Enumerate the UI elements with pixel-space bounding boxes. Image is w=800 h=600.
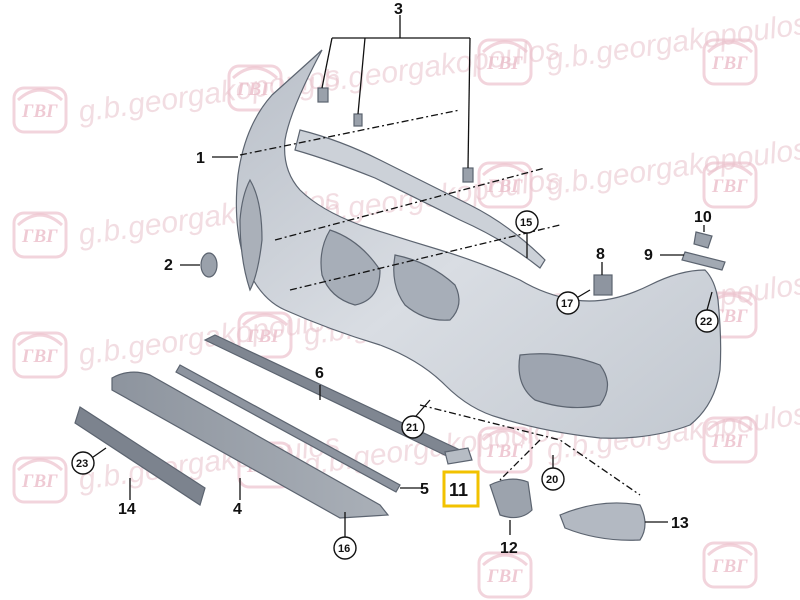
watermark-logo: ΓΒΓ xyxy=(477,38,533,86)
label-21: 21 xyxy=(406,422,418,434)
label-10: 10 xyxy=(694,209,712,226)
part-5-strip xyxy=(175,364,425,493)
watermark-logo: ΓΒΓ xyxy=(702,38,758,86)
label-13: 13 xyxy=(671,515,689,532)
label-9: 9 xyxy=(644,247,653,264)
circle-label-22 xyxy=(695,309,719,333)
highlight-box xyxy=(442,470,480,508)
svg-text:ΓΒΓ: ΓΒΓ xyxy=(21,101,58,122)
watermark-logo: ΓΒΓ xyxy=(477,551,533,599)
svg-text:ΓΒΓ: ΓΒΓ xyxy=(236,79,273,100)
circle-label-23 xyxy=(71,451,95,475)
label-2: 2 xyxy=(164,257,173,274)
circle-label-17 xyxy=(556,291,580,315)
label-15: 15 xyxy=(520,217,532,229)
part-13-trim xyxy=(559,502,668,541)
svg-text:ΓΒΓ: ΓΒΓ xyxy=(711,556,748,577)
svg-text:ΓΒΓ: ΓΒΓ xyxy=(486,441,523,462)
svg-text:ΓΒΓ: ΓΒΓ xyxy=(711,53,748,74)
part-labels: 3 1 2 8 9 10 6 5 4 14 12 13 11 15 17 22 … xyxy=(71,1,719,560)
label-22: 22 xyxy=(700,316,712,328)
watermark-logo: ΓΒΓ xyxy=(12,331,68,379)
label-16: 16 xyxy=(338,543,350,555)
label-12: 12 xyxy=(500,540,518,557)
svg-text:ΓΒΓ: ΓΒΓ xyxy=(486,53,523,74)
svg-text:ΓΒΓ: ΓΒΓ xyxy=(711,431,748,452)
svg-text:ΓΒΓ: ΓΒΓ xyxy=(246,326,283,347)
label-3: 3 xyxy=(394,1,403,18)
watermark-logo: ΓΒΓ xyxy=(702,416,758,464)
svg-text:ΓΒΓ: ΓΒΓ xyxy=(711,176,748,197)
svg-text:ΓΒΓ: ΓΒΓ xyxy=(21,471,58,492)
label-8: 8 xyxy=(596,246,605,263)
label-1: 1 xyxy=(196,150,205,167)
watermark-text: g.b.georgakopoulos xyxy=(296,33,562,102)
label-11: 11 xyxy=(449,480,468,500)
label-23: 23 xyxy=(76,458,88,470)
label-4: 4 xyxy=(233,501,242,518)
label-5: 5 xyxy=(420,481,429,498)
label-6: 6 xyxy=(315,365,324,382)
part-2-plug xyxy=(180,252,218,278)
svg-text:ΓΒΓ: ΓΒΓ xyxy=(21,346,58,367)
watermark-logo: ΓΒΓ xyxy=(12,456,68,504)
circle-label-21 xyxy=(401,415,425,439)
part-12-fog-cover xyxy=(489,478,533,535)
label-20: 20 xyxy=(546,474,558,486)
part-14-plate-holder xyxy=(74,406,206,506)
svg-text:ΓΒΓ: ΓΒΓ xyxy=(486,566,523,587)
part-3-clips xyxy=(317,15,474,183)
watermark-logo: ΓΒΓ xyxy=(12,211,68,259)
part-11-cover xyxy=(444,447,473,465)
watermark-text: g.b.georgakopoulos xyxy=(544,133,800,202)
bumper-cover-part-1 xyxy=(235,49,722,439)
part-8-bracket xyxy=(593,262,613,296)
svg-text:ΓΒΓ: ΓΒΓ xyxy=(21,226,58,247)
part-4-lower-trim xyxy=(111,371,390,519)
circle-label-16 xyxy=(333,536,357,560)
label-14: 14 xyxy=(118,501,136,518)
watermark-logo: ΓΒΓ xyxy=(702,541,758,589)
circle-label-15 xyxy=(515,210,539,234)
watermark-logo: ΓΒΓ xyxy=(12,86,68,134)
watermark-logo: ΓΒΓ xyxy=(702,161,758,209)
circle-label-20 xyxy=(541,467,565,491)
watermark-logo: ΓΒΓ xyxy=(227,64,283,112)
watermark-logo: ΓΒΓ xyxy=(477,426,533,474)
watermark-text: g.b.georgakopoulos xyxy=(544,8,800,77)
part-9-10-strip xyxy=(660,225,726,271)
watermark-logo: ΓΒΓ xyxy=(237,311,293,359)
label-17: 17 xyxy=(561,298,573,310)
